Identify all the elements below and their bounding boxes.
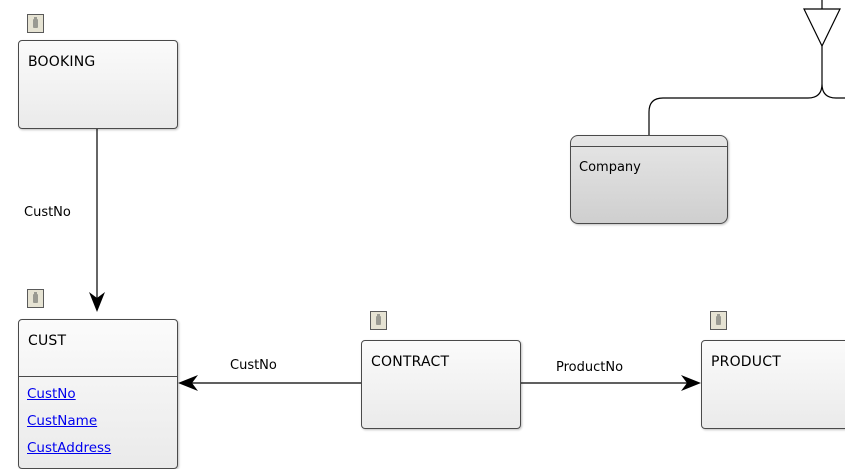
entity-product[interactable]: PRODUCT (701, 340, 845, 429)
attribute-custno[interactable]: CustNo (27, 386, 76, 402)
company-header-bar (571, 146, 727, 147)
product-stereotype-icon (710, 311, 727, 330)
attribute-custname[interactable]: CustName (27, 413, 98, 429)
entity-name: PRODUCT (711, 354, 781, 370)
arrowhead-down (89, 292, 105, 312)
entity-name: CUST (28, 333, 67, 349)
relationship-label-booking-cust: CustNo (24, 205, 71, 220)
arrowhead-left (178, 375, 198, 391)
entity-name: Company (579, 160, 641, 175)
cust-stereotype-icon (27, 289, 44, 308)
attribute-divider (19, 376, 177, 377)
relationship-label-contract-product: ProductNo (556, 360, 624, 375)
company-generalization-connector[interactable] (648, 46, 845, 135)
entity-booking[interactable]: BOOKING (18, 40, 178, 129)
arrowhead-right (681, 375, 701, 391)
booking-stereotype-icon (27, 14, 44, 33)
relationship-label-contract-cust: CustNo (230, 358, 277, 373)
inheritance-triangle-icon (803, 8, 841, 48)
entity-company[interactable]: Company (570, 135, 728, 224)
attribute-custaddress[interactable]: CustAddress (27, 440, 112, 456)
contract-stereotype-icon (370, 311, 387, 330)
entity-contract[interactable]: CONTRACT (361, 340, 521, 429)
entity-name: BOOKING (28, 54, 96, 70)
entity-name: CONTRACT (371, 354, 450, 370)
entity-cust[interactable]: CUST CustNo CustName CustAddress (18, 319, 178, 469)
